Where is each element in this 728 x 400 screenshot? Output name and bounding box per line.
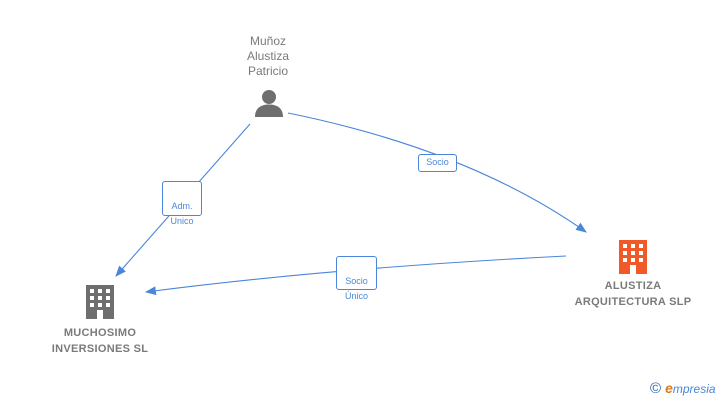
edge-label-adm-unico: Adm. Unico <box>162 181 202 226</box>
building-icon[interactable] <box>85 285 115 324</box>
muchosimo-company-name[interactable]: MUCHOSIMO INVERSIONES SL <box>51 327 149 355</box>
building-icon[interactable] <box>618 240 648 279</box>
person-name[interactable]: Muñoz Alustiza Patricio <box>246 34 290 78</box>
person-icon[interactable] <box>254 88 284 123</box>
edge-label-socio: Socio <box>418 154 457 172</box>
copyright-icon: © <box>650 380 662 397</box>
brand-initial: e <box>665 380 673 396</box>
brand-name: mpresia <box>672 382 716 396</box>
edge-label-socio-unico: Socio Único <box>336 256 377 301</box>
alustiza-company-name[interactable]: ALUSTIZA ARQUITECTURA SLP <box>574 280 692 308</box>
edge-person-to-alustiza <box>287 112 587 233</box>
empresia-watermark: ©empresia <box>650 380 716 397</box>
